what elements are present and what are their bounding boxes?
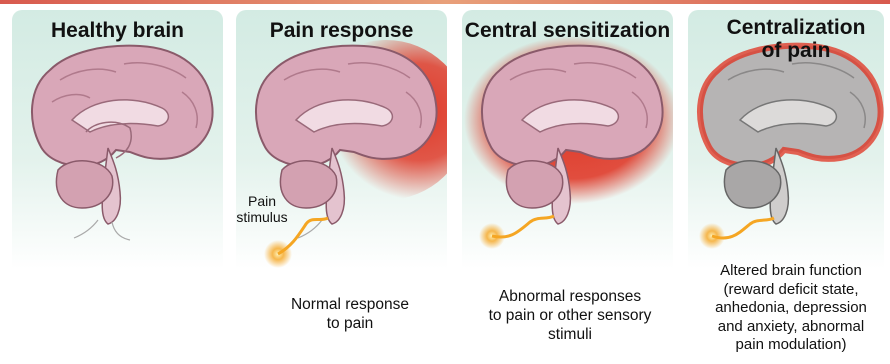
caption-centralization: Altered brain function (reward deficit s… <box>696 262 886 355</box>
brain-illustration <box>462 10 673 280</box>
brain-icon <box>700 46 881 224</box>
brain-illustration <box>12 10 223 280</box>
brain-icon <box>32 46 213 240</box>
panel-title: Pain response <box>236 20 447 42</box>
panel-centralization-of-pain: Centralization of pain <box>688 10 884 280</box>
caption-central-sensitization: Abnormal responses to pain or other sens… <box>470 287 670 344</box>
panel-central-sensitization: Central sensitization <box>462 10 673 280</box>
pain-stimulus-label: Pain stimulus <box>230 193 294 225</box>
panel-title: Healthy brain <box>12 20 223 42</box>
top-border <box>0 0 890 4</box>
panel-pain-response: Pain response <box>236 10 447 280</box>
panel-title: Centralization of pain <box>698 16 884 62</box>
panel-title: Central sensitization <box>462 20 673 42</box>
caption-pain-response: Normal response to pain <box>270 295 430 333</box>
panel-healthy-brain: Healthy brain <box>12 10 223 280</box>
brain-illustration <box>236 10 447 280</box>
